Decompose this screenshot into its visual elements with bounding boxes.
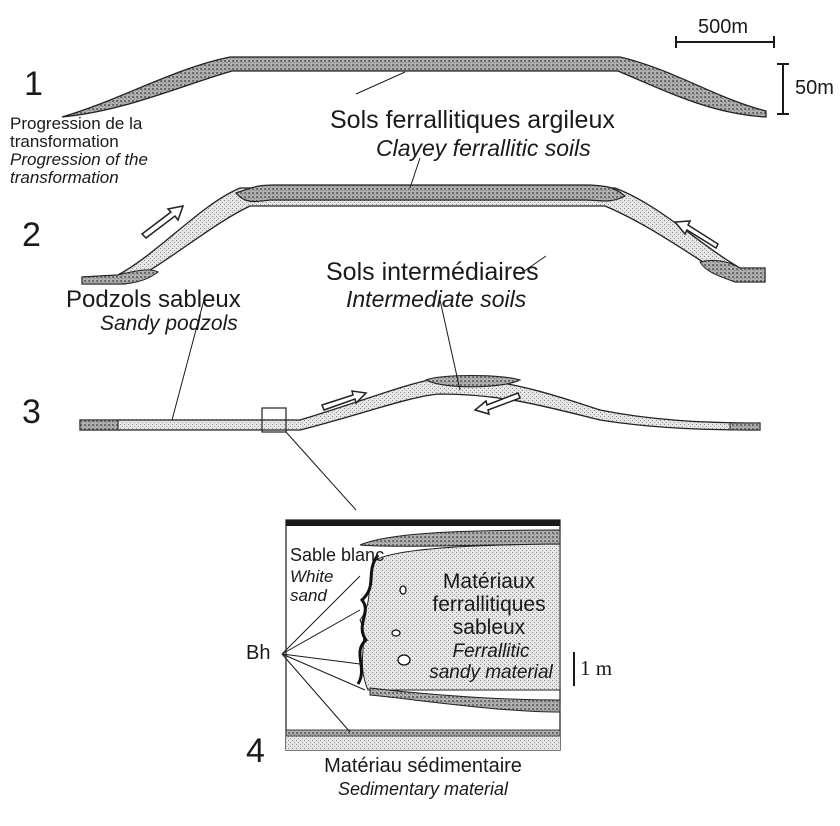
stage-3-label: 3 — [22, 395, 41, 431]
vertical-scale-label: 50m — [795, 78, 834, 99]
clayey-soils-fr-label: Sols ferrallitiques argileux — [330, 107, 615, 133]
profile-3-left-end — [80, 420, 118, 430]
white-sand-en-label-1: White — [290, 568, 333, 586]
stage-1-label: 1 — [24, 67, 43, 103]
sedimentary-material — [286, 736, 560, 750]
profile-3-sand-layer — [80, 378, 760, 430]
intermediate-soils-fr-label: Sols intermédiaires — [326, 259, 539, 285]
ferrallitic-en-label-1: Ferrallitic — [436, 642, 546, 662]
surface-band — [286, 520, 560, 526]
sedimentary-en-label: Sedimentary material — [292, 780, 554, 799]
horizontal-scale-label: 500m — [698, 17, 748, 38]
stage-4-label: 4 — [246, 734, 265, 770]
white-sand-en-label-2: sand — [290, 587, 327, 605]
bh-nodule-3 — [398, 655, 410, 665]
sedimentary-top-band — [286, 730, 560, 736]
white-sand-fr-label: Sable blanc — [290, 546, 384, 565]
progression-fr-label-1: Progression de la — [10, 115, 142, 133]
stage-2-label: 2 — [22, 218, 41, 254]
detail-scale-label: 1 m — [580, 657, 612, 679]
podzols-fr-label: Podzols sableux — [66, 287, 241, 312]
profile-3-right-end — [730, 423, 760, 430]
profile-2-clay-layer — [236, 185, 625, 202]
sedimentary-fr-label: Matériau sédimentaire — [292, 756, 554, 777]
vertical-scale-bar — [777, 64, 789, 114]
ferrallitic-fr-label-2: ferrallitiques — [420, 594, 558, 616]
ferrallitic-fr-label-3: sableux — [438, 617, 540, 639]
intermediate-soils-en-label: Intermediate soils — [346, 287, 526, 311]
profile-2-left-toe — [82, 270, 158, 284]
progression-fr-label-2: transformation — [10, 133, 119, 151]
progression-en-label-1: Progression of the — [10, 151, 148, 169]
ferrallitic-fr-label-1: Matériaux — [434, 571, 544, 593]
bh-label: Bh — [246, 643, 270, 664]
clayey-soils-en-label: Clayey ferrallitic soils — [376, 136, 591, 160]
podzols-en-label: Sandy podzols — [100, 313, 238, 335]
ferrallitic-en-label-2: sandy material — [418, 663, 564, 683]
progression-en-label-2: transformation — [10, 169, 119, 187]
bh-nodule-1 — [400, 586, 406, 594]
bh-nodule-2 — [392, 630, 400, 636]
